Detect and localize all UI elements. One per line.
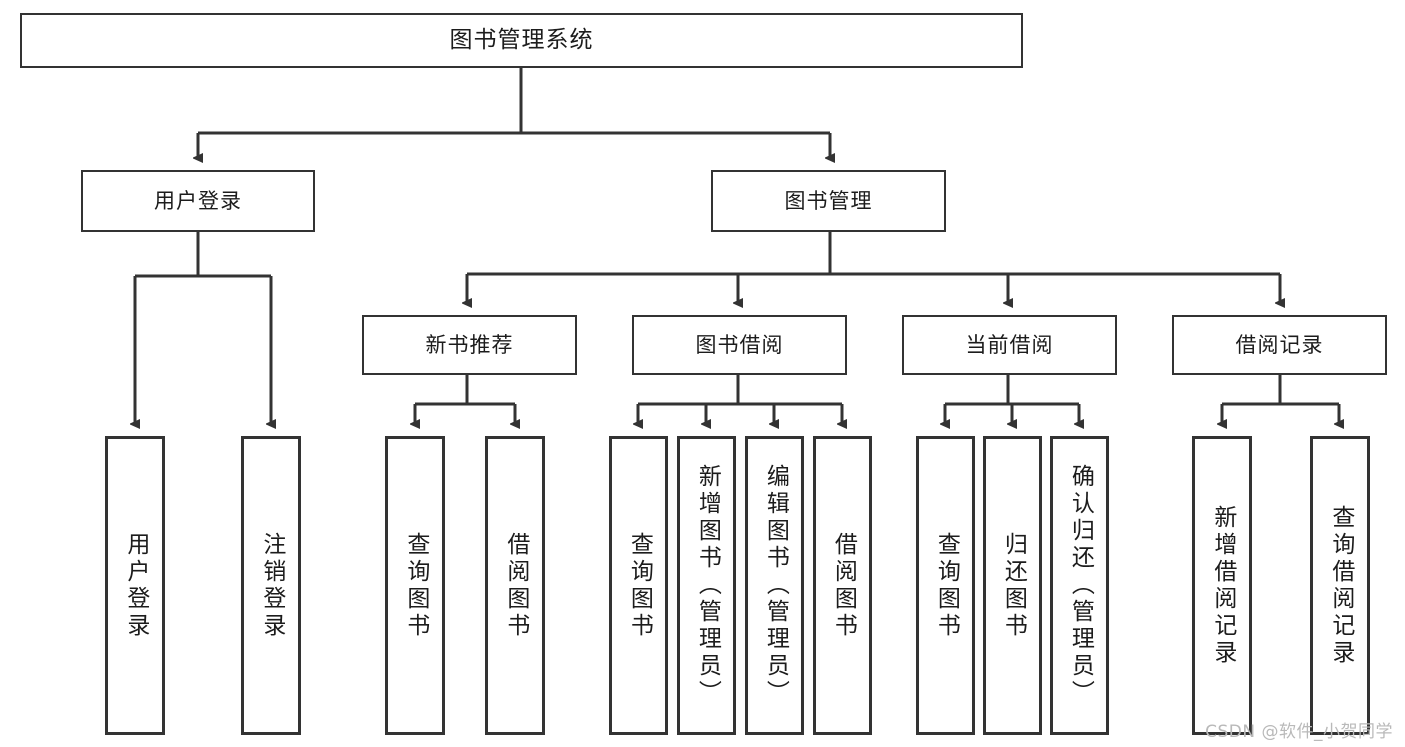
leaf-add-book[interactable]: 新增图书（管理员） <box>677 436 736 735</box>
node-book-management[interactable]: 图书管理 <box>711 170 946 232</box>
leaf-borrow-book-recommend[interactable]: 借阅图书 <box>485 436 545 735</box>
node-label: 当前借阅 <box>965 332 1054 357</box>
node-label: 借阅图书 <box>830 531 857 640</box>
leaf-query-book-current[interactable]: 查询图书 <box>916 436 975 735</box>
leaf-borrow-book[interactable]: 借阅图书 <box>813 436 872 735</box>
node-label: 图书管理系统 <box>449 27 594 54</box>
node-label: 用户登录 <box>154 188 242 213</box>
node-label: 归还图书 <box>1000 531 1027 640</box>
node-label: 查询图书 <box>402 531 429 640</box>
node-book-borrow[interactable]: 图书借阅 <box>632 315 847 375</box>
node-label: 图书管理 <box>784 188 873 213</box>
leaf-query-borrow-record[interactable]: 查询借阅记录 <box>1310 436 1370 735</box>
node-label: 编辑图书（管理员） <box>762 464 789 707</box>
node-label: 用户登录 <box>122 531 149 640</box>
node-label: 借阅记录 <box>1235 332 1324 357</box>
leaf-query-book-borrow[interactable]: 查询图书 <box>609 436 668 735</box>
node-label: 借阅图书 <box>502 531 529 640</box>
node-label: 查询图书 <box>933 531 960 640</box>
node-label: 新增借阅记录 <box>1209 504 1236 667</box>
node-borrow-record[interactable]: 借阅记录 <box>1172 315 1387 375</box>
leaf-return-book[interactable]: 归还图书 <box>983 436 1042 735</box>
leaf-add-borrow-record[interactable]: 新增借阅记录 <box>1192 436 1252 735</box>
node-new-book-recommend[interactable]: 新书推荐 <box>362 315 577 375</box>
node-label: 确认归还（管理员） <box>1067 464 1094 707</box>
leaf-user-login[interactable]: 用户登录 <box>105 436 165 735</box>
node-label: 新书推荐 <box>425 332 514 357</box>
node-label: 图书借阅 <box>695 332 784 357</box>
leaf-logout-login[interactable]: 注销登录 <box>241 436 301 735</box>
node-user-login[interactable]: 用户登录 <box>81 170 315 232</box>
node-label: 查询图书 <box>626 531 653 640</box>
node-root-system[interactable]: 图书管理系统 <box>20 13 1023 68</box>
node-label: 注销登录 <box>258 531 285 640</box>
node-label: 查询借阅记录 <box>1327 504 1354 667</box>
leaf-edit-book[interactable]: 编辑图书（管理员） <box>745 436 804 735</box>
node-label: 新增图书（管理员） <box>694 464 721 707</box>
leaf-query-book-recommend[interactable]: 查询图书 <box>385 436 445 735</box>
node-current-borrow[interactable]: 当前借阅 <box>902 315 1117 375</box>
leaf-confirm-return[interactable]: 确认归还（管理员） <box>1050 436 1109 735</box>
